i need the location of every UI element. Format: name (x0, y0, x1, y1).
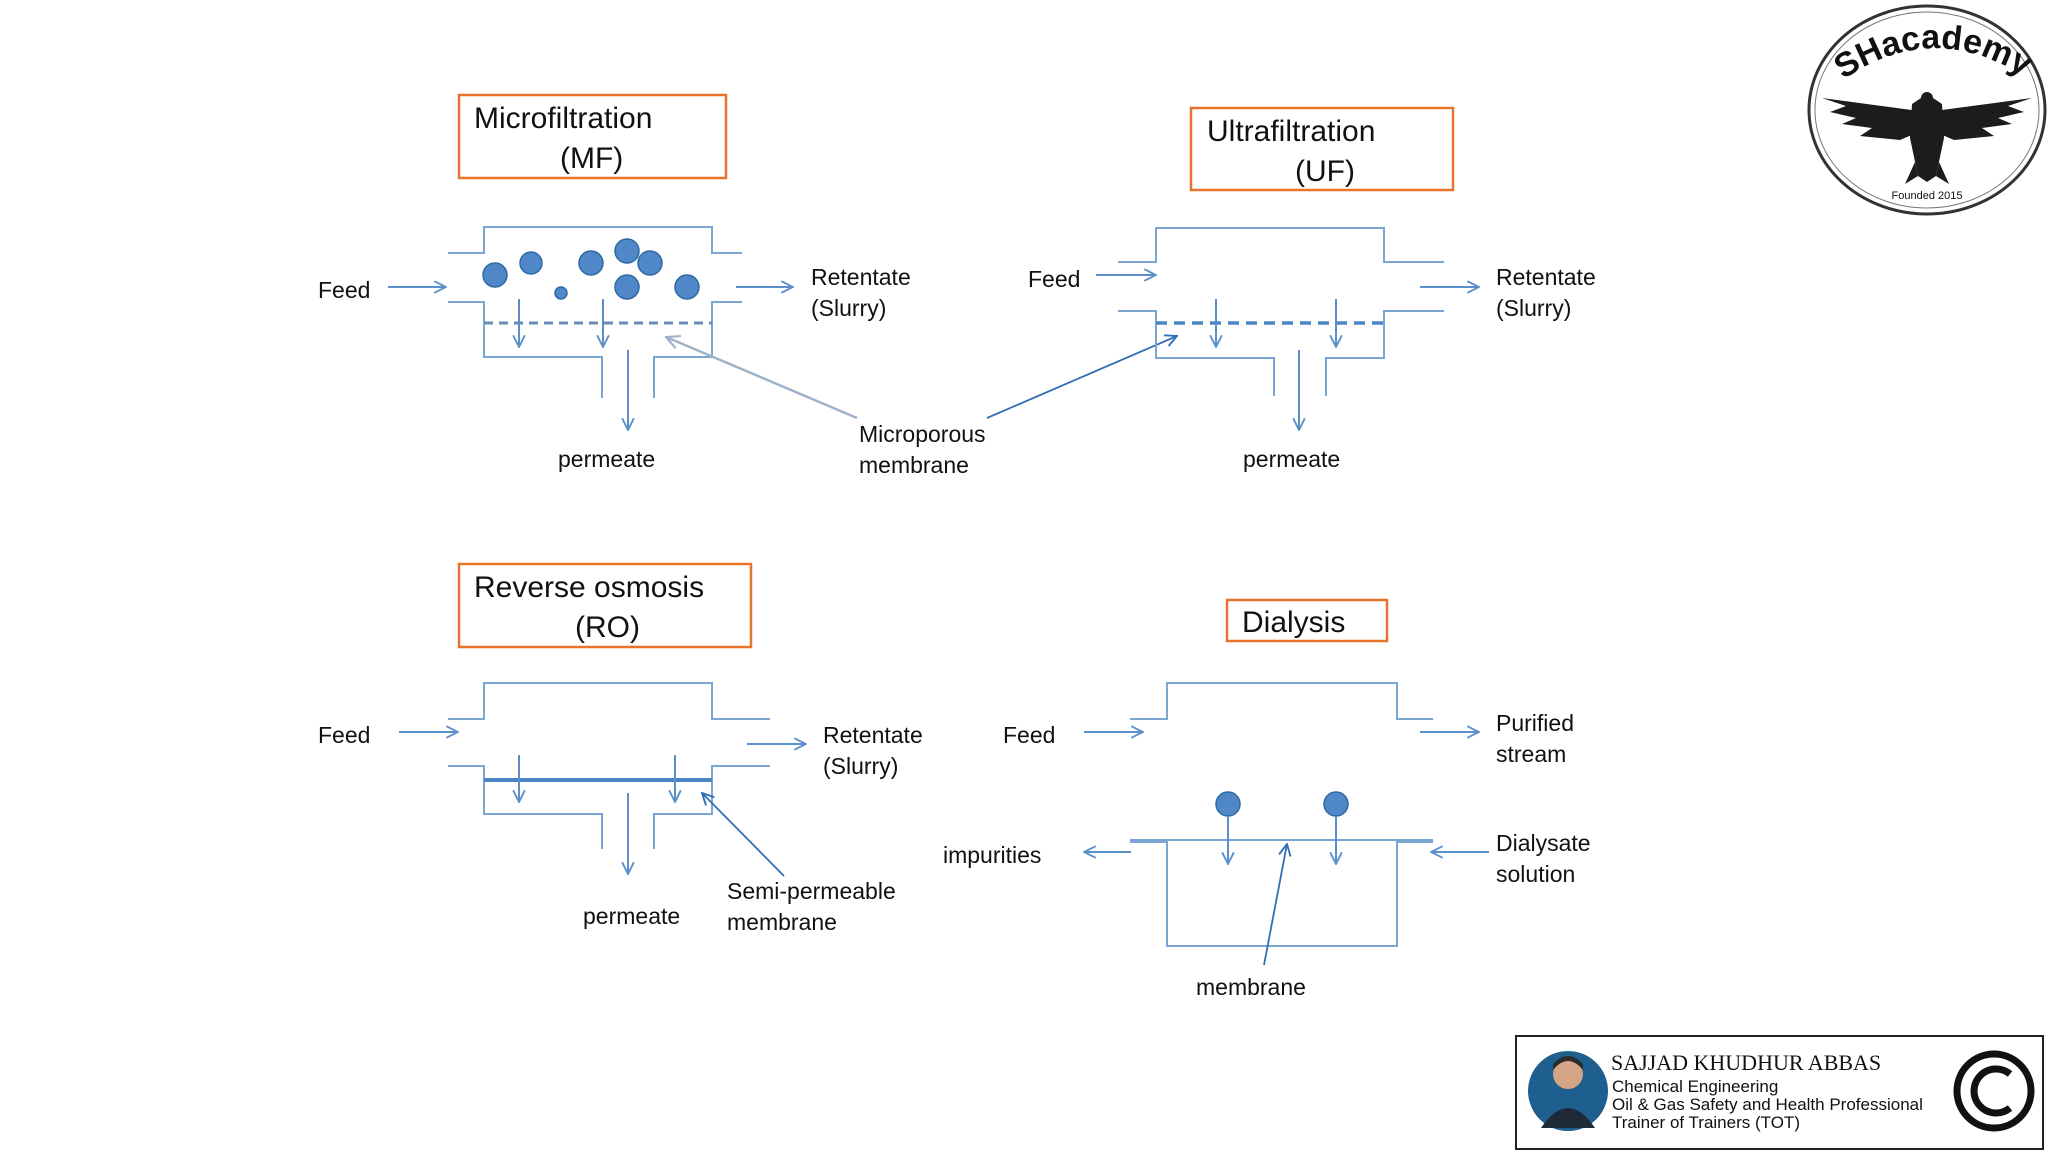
mf-particle (519, 251, 543, 275)
author-title-line2: Oil & Gas Safety and Health Professional (1612, 1095, 1923, 1114)
shacademy-logo: SHacademy Founded 2015 (1807, 4, 2047, 216)
dialysis-particle (1215, 791, 1241, 817)
dialysis-top-wall (1130, 682, 1433, 720)
membrane-label-line2: membrane (859, 452, 969, 478)
dialysis-title-box: Dialysis (1225, 598, 1389, 643)
dialysis-dialysate-label: Dialysate (1496, 830, 1591, 856)
mf-particle (614, 238, 640, 264)
ro-retentate-label: Retentate (823, 722, 923, 748)
uf-membrane-pointer (986, 336, 1177, 419)
dialysis-purified-label: Purified (1496, 710, 1574, 736)
mf-particle (614, 274, 640, 300)
author-signature-card: SAJJAD KHUDHUR ABBAS Chemical Engineerin… (1515, 1035, 2044, 1150)
mf-retentate-sub-label: (Slurry) (811, 295, 886, 321)
ro-bottom-right-wall (653, 765, 770, 849)
uf-title: Ultrafiltration (1207, 115, 1375, 148)
logo-founded: Founded 2015 (1892, 190, 1963, 202)
author-avatar (1528, 1051, 1608, 1131)
ro-membrane-label: Semi-permeable (727, 878, 896, 904)
uf-top-wall (1118, 227, 1444, 263)
uf-panel: Ultrafiltration (UF) Feed Retentate (Slu… (1028, 106, 1596, 472)
mf-particle (554, 286, 568, 300)
mf-retentate-label: Retentate (811, 264, 911, 290)
dialysis-purified-label-line2: stream (1496, 741, 1566, 767)
membrane-label: Microporous (859, 421, 986, 447)
dialysis-membrane-label: membrane (1196, 974, 1306, 1000)
mf-feed-label: Feed (318, 277, 370, 303)
dialysis-title: Dialysis (1242, 606, 1345, 639)
ro-title-abbrev: (RO) (575, 611, 640, 644)
author-name: SAJJAD KHUDHUR ABBAS (1611, 1050, 1881, 1075)
author-title-line1: Chemical Engineering (1612, 1077, 1778, 1096)
dialysis-feed-label: Feed (1003, 722, 1055, 748)
mf-bottom-left-wall (448, 301, 603, 398)
mf-particle (482, 262, 508, 288)
mf-top-wall (448, 226, 742, 254)
uf-title-box: Ultrafiltration (UF) (1189, 106, 1455, 192)
uf-bottom-right-wall (1325, 310, 1444, 396)
uf-retentate-label: Retentate (1496, 264, 1596, 290)
ro-membrane-pointer (702, 793, 785, 877)
mf-particle (578, 250, 604, 276)
author-title-line3: Trainer of Trainers (TOT) (1612, 1113, 1800, 1132)
ro-top-wall (448, 682, 770, 720)
dialysis-dialysate-label-line2: solution (1496, 861, 1575, 887)
mf-title: Microfiltration (474, 102, 652, 135)
uf-title-abbrev: (UF) (1295, 155, 1355, 188)
dialysis-membrane-pointer (1263, 844, 1287, 966)
ro-bottom-left-wall (448, 765, 603, 849)
mf-permeate-label: permeate (558, 446, 655, 472)
mf-membrane-pointer (666, 337, 858, 420)
ro-permeate-label: permeate (583, 903, 680, 929)
ro-title-box: Reverse osmosis (RO) (457, 562, 753, 649)
ro-title: Reverse osmosis (474, 571, 704, 604)
mf-panel: Microfiltration (MF) Feed Retentate (Slu… (318, 93, 911, 472)
dialysis-panel: Dialysis Feed Purified stream impurities… (943, 598, 1591, 1000)
uf-bottom-left-wall (1118, 310, 1275, 396)
dialysis-bottom-wall (1130, 841, 1433, 947)
eagle-icon (1822, 92, 2032, 184)
ro-membrane-label-line2: membrane (727, 909, 837, 935)
ro-panel: Reverse osmosis (RO) Feed Retentate (Slu… (318, 562, 923, 935)
ro-retentate-sub-label: (Slurry) (823, 753, 898, 779)
microporous-membrane-callout: Microporous membrane (666, 336, 1177, 478)
uf-permeate-label: permeate (1243, 446, 1340, 472)
copyright-icon (1953, 1050, 2035, 1132)
ro-feed-label: Feed (318, 722, 370, 748)
dialysis-particle (1323, 791, 1349, 817)
uf-retentate-sub-label: (Slurry) (1496, 295, 1571, 321)
uf-feed-label: Feed (1028, 266, 1080, 292)
mf-particle (637, 250, 663, 276)
mf-particle (674, 274, 700, 300)
mf-title-box: Microfiltration (MF) (457, 93, 728, 180)
mf-title-abbrev: (MF) (560, 142, 623, 175)
dialysis-impurities-label: impurities (943, 842, 1041, 868)
